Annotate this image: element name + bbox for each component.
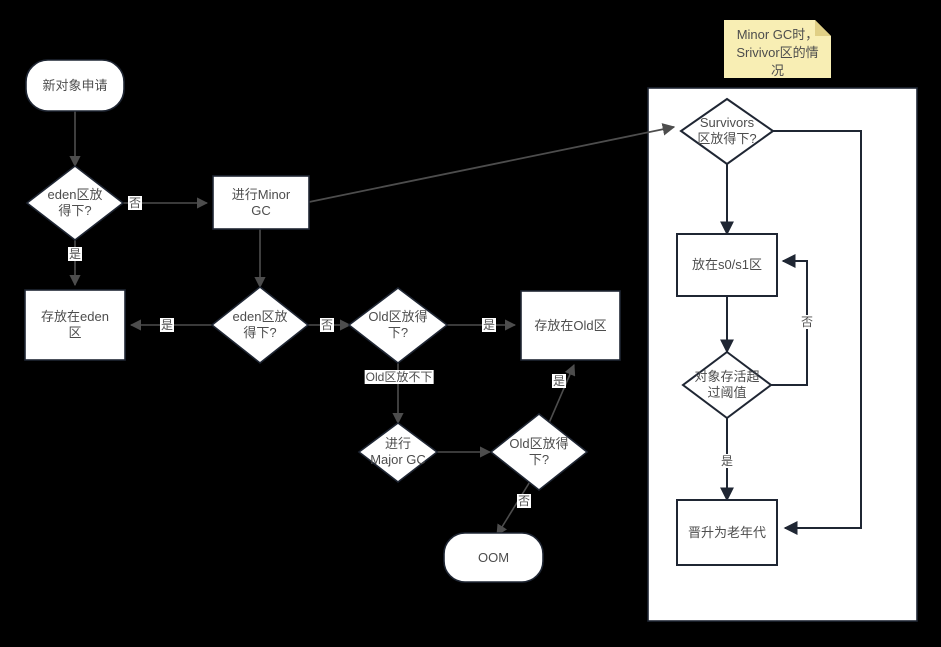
node-oom xyxy=(443,532,544,583)
node-new-object xyxy=(25,59,125,112)
sticky-note-fold xyxy=(815,20,831,36)
sticky-note-text: Minor GC时， Srivivor区的情 况 xyxy=(736,27,819,78)
edge-label-old1-yes: 是 xyxy=(481,318,497,332)
edge-old2-yes-to-storeold xyxy=(548,363,576,424)
edge-label-agecheck-no: 否 xyxy=(799,315,815,329)
node-store-s0s1 xyxy=(676,233,778,297)
node-survivors-check xyxy=(679,97,775,166)
edge-survivors-right-to-promote xyxy=(773,130,862,535)
node-old-check-1 xyxy=(347,286,449,365)
edge-label-eden2-yes: 是 xyxy=(159,318,175,332)
node-eden-check-2 xyxy=(210,285,310,365)
edge-label-old2-yes: 是 xyxy=(551,374,567,388)
edge-minorgc-to-survivors xyxy=(308,123,676,203)
edge-label-eden1-yes: 是 xyxy=(67,247,83,261)
edge-label-eden2-no: 否 xyxy=(319,318,335,332)
sticky-note-body xyxy=(724,20,831,78)
edge-label-old2-no: 否 xyxy=(516,494,532,508)
node-old-check-2 xyxy=(489,412,589,492)
node-major-gc xyxy=(357,422,439,484)
node-eden-check-1 xyxy=(25,164,125,242)
node-store-old xyxy=(520,290,621,361)
node-minor-gc xyxy=(212,175,310,230)
edge-label-old1-no: Old区放不下 xyxy=(364,370,434,384)
node-promote-old xyxy=(676,499,778,566)
edge-old2-no-to-oom xyxy=(496,479,532,536)
edge-label-agecheck-yes: 是 xyxy=(719,454,735,468)
edge-label-eden1-no: 否 xyxy=(127,196,143,210)
node-store-eden xyxy=(24,289,126,361)
node-age-check xyxy=(681,350,773,420)
